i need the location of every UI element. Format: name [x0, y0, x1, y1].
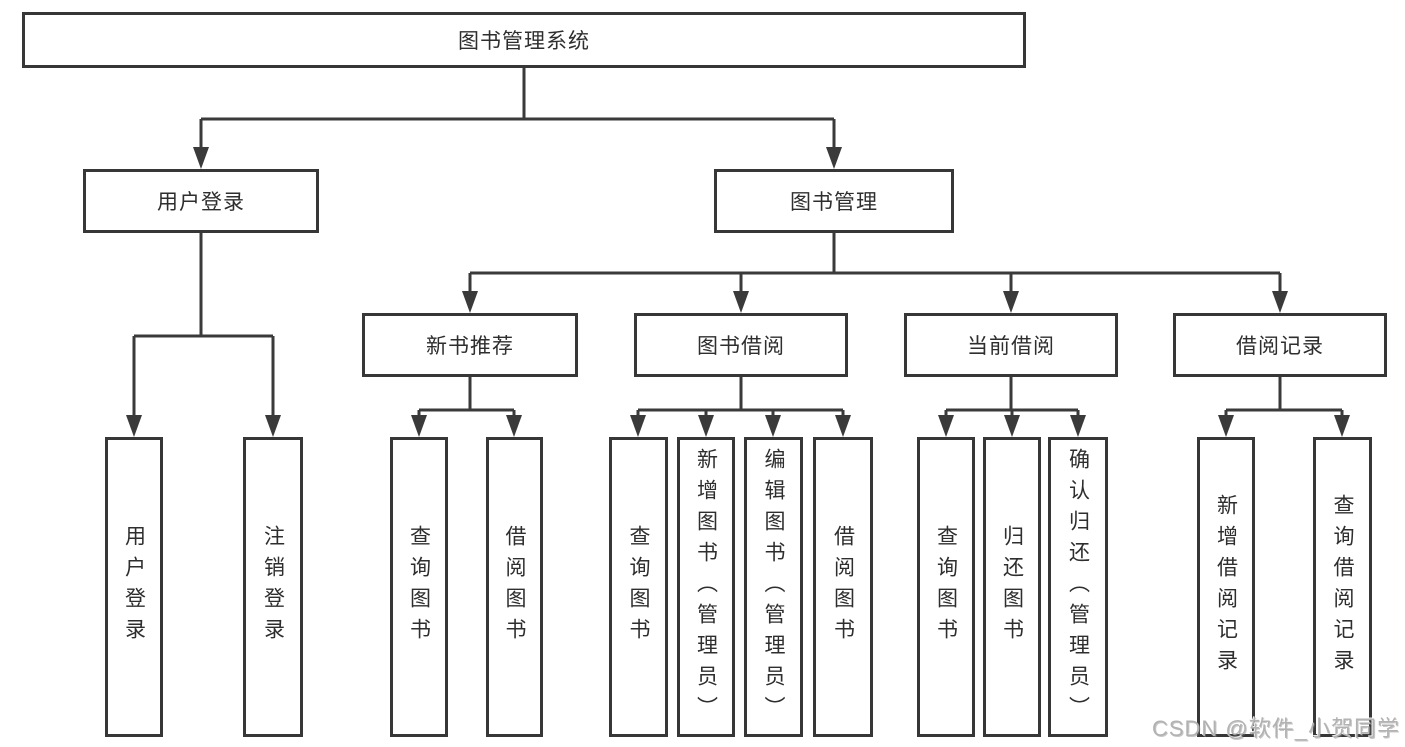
connector-root-to-level2 [193, 68, 842, 169]
arrow-down-icon [126, 415, 142, 437]
arrow-down-icon [411, 415, 427, 437]
arrow-down-icon [1070, 415, 1086, 437]
connector-new-book-recommendation-branch [411, 377, 522, 437]
arrow-down-icon [698, 415, 714, 437]
node-borrowing-records: 借阅记录 [1173, 313, 1387, 377]
node-book-borrowing: 图书借阅 [634, 313, 848, 377]
arrow-down-icon [835, 415, 851, 437]
leaf-query-books-borrow: 查询图书 [609, 437, 668, 737]
connector-borrowing-records-branch [1218, 377, 1350, 437]
node-new-book-recommendation: 新书推荐 [362, 313, 578, 377]
arrow-down-icon [765, 415, 781, 437]
arrow-down-icon [1334, 415, 1350, 437]
leaf-edit-books-admin: 编辑图书（管理员） [744, 437, 803, 737]
arrow-down-icon [193, 147, 209, 169]
arrow-down-icon [938, 415, 954, 437]
connector-book-management-branch [462, 233, 1288, 313]
node-user-login: 用户登录 [83, 169, 319, 233]
leaf-query-books-recommend: 查询图书 [390, 437, 448, 737]
node-library-management-system: 图书管理系统 [22, 12, 1026, 68]
leaf-borrow-books: 借阅图书 [813, 437, 873, 737]
connector-current-borrowing-branch [938, 377, 1086, 437]
arrow-down-icon [462, 291, 478, 313]
arrow-down-icon [630, 415, 646, 437]
arrow-down-icon [265, 415, 281, 437]
node-book-management: 图书管理 [714, 169, 954, 233]
leaf-confirm-return-admin: 确认归还（管理员） [1048, 437, 1108, 737]
leaf-query-borrow-record: 查询借阅记录 [1313, 437, 1372, 737]
connector-book-borrowing-branch [630, 377, 851, 437]
leaf-logout-login: 注销登录 [243, 437, 303, 737]
leaf-add-books-admin: 新增图书（管理员） [677, 437, 735, 737]
leaf-return-books: 归还图书 [983, 437, 1041, 737]
leaf-add-borrow-record: 新增借阅记录 [1197, 437, 1255, 737]
leaf-query-books-current: 查询图书 [917, 437, 975, 737]
arrow-down-icon [826, 147, 842, 169]
arrow-down-icon [1004, 415, 1020, 437]
arrow-down-icon [1003, 291, 1019, 313]
leaf-borrow-books-recommend: 借阅图书 [486, 437, 543, 737]
arrow-down-icon [733, 291, 749, 313]
arrow-down-icon [506, 415, 522, 437]
arrow-down-icon [1218, 415, 1234, 437]
connector-user-login-branch [126, 233, 281, 437]
leaf-user-login: 用户登录 [105, 437, 163, 737]
node-current-borrowing: 当前借阅 [904, 313, 1118, 377]
arrow-down-icon [1272, 291, 1288, 313]
